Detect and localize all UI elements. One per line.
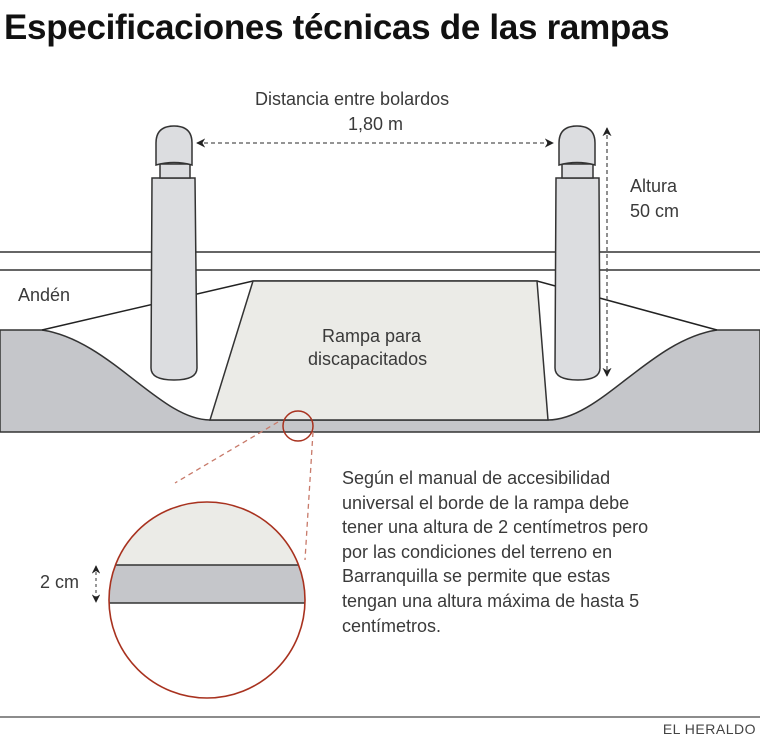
height-label: Altura	[630, 176, 678, 196]
sidewalk-label: Andén	[18, 285, 71, 305]
zoom-guide-line-left	[174, 421, 279, 484]
zoom-guide-line-right	[304, 431, 314, 561]
ramp-label-line2: discapacitados	[308, 349, 428, 369]
height-value: 50 cm	[630, 201, 680, 221]
publisher-credit: EL HERALDO	[662, 721, 756, 737]
distance-value: 1,80 m	[348, 114, 404, 134]
bollard-left	[150, 125, 198, 381]
bollard-right	[554, 125, 601, 381]
distance-label: Distancia entre bolardos	[255, 89, 450, 109]
detail-marker-circle	[282, 410, 314, 442]
page-title: Especificaciones técnicas de las rampas	[4, 8, 670, 47]
detail-zoom-circle	[108, 501, 306, 699]
description-text: Según el manual de accesibilidad univers…	[342, 468, 649, 636]
edge-height-label: 2 cm	[40, 572, 80, 592]
ramp	[208, 280, 549, 421]
detail-zoom	[109, 502, 305, 604]
ramp-label-line1: Rampa para	[322, 326, 422, 346]
